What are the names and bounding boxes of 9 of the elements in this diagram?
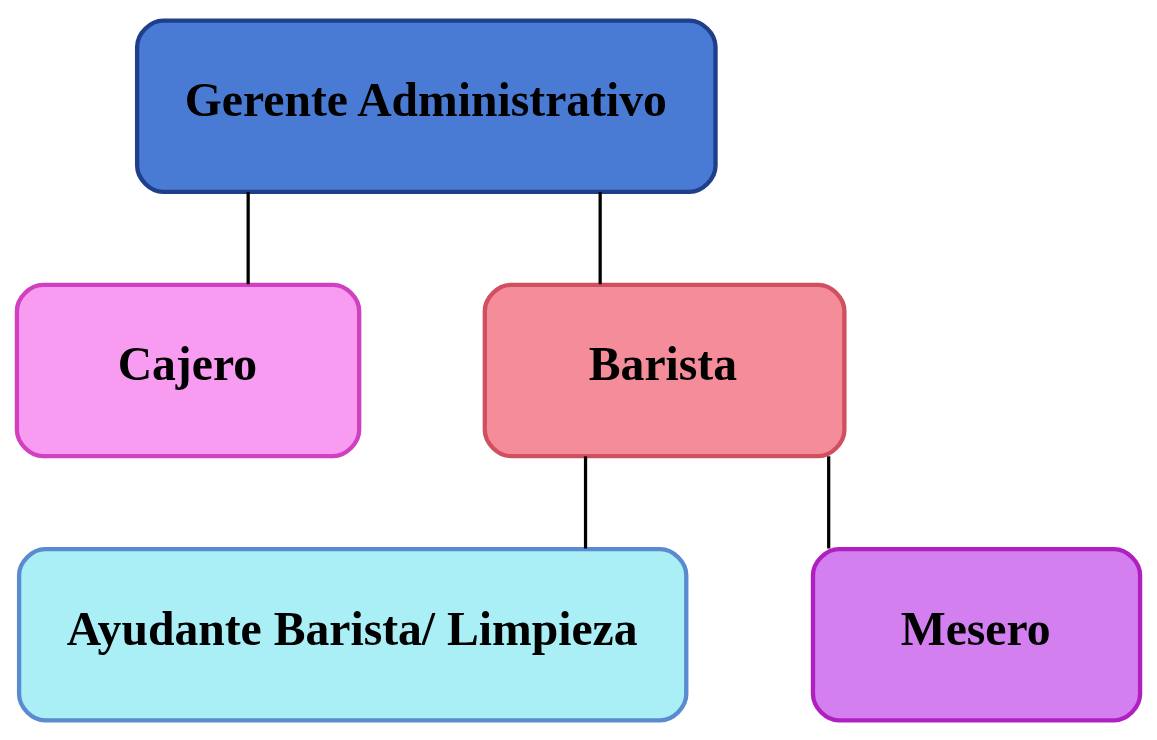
node-box: Mesero: [810, 546, 1143, 722]
node-box: Cajero: [14, 282, 362, 458]
node-box: Gerente Administrativo: [134, 18, 718, 194]
node-box: Ayudante Barista/ Limpieza: [16, 546, 689, 722]
connector: [583, 455, 588, 548]
connector: [827, 455, 831, 548]
node-box: Barista: [482, 282, 847, 458]
connector: [598, 191, 602, 284]
connector: [246, 191, 250, 284]
